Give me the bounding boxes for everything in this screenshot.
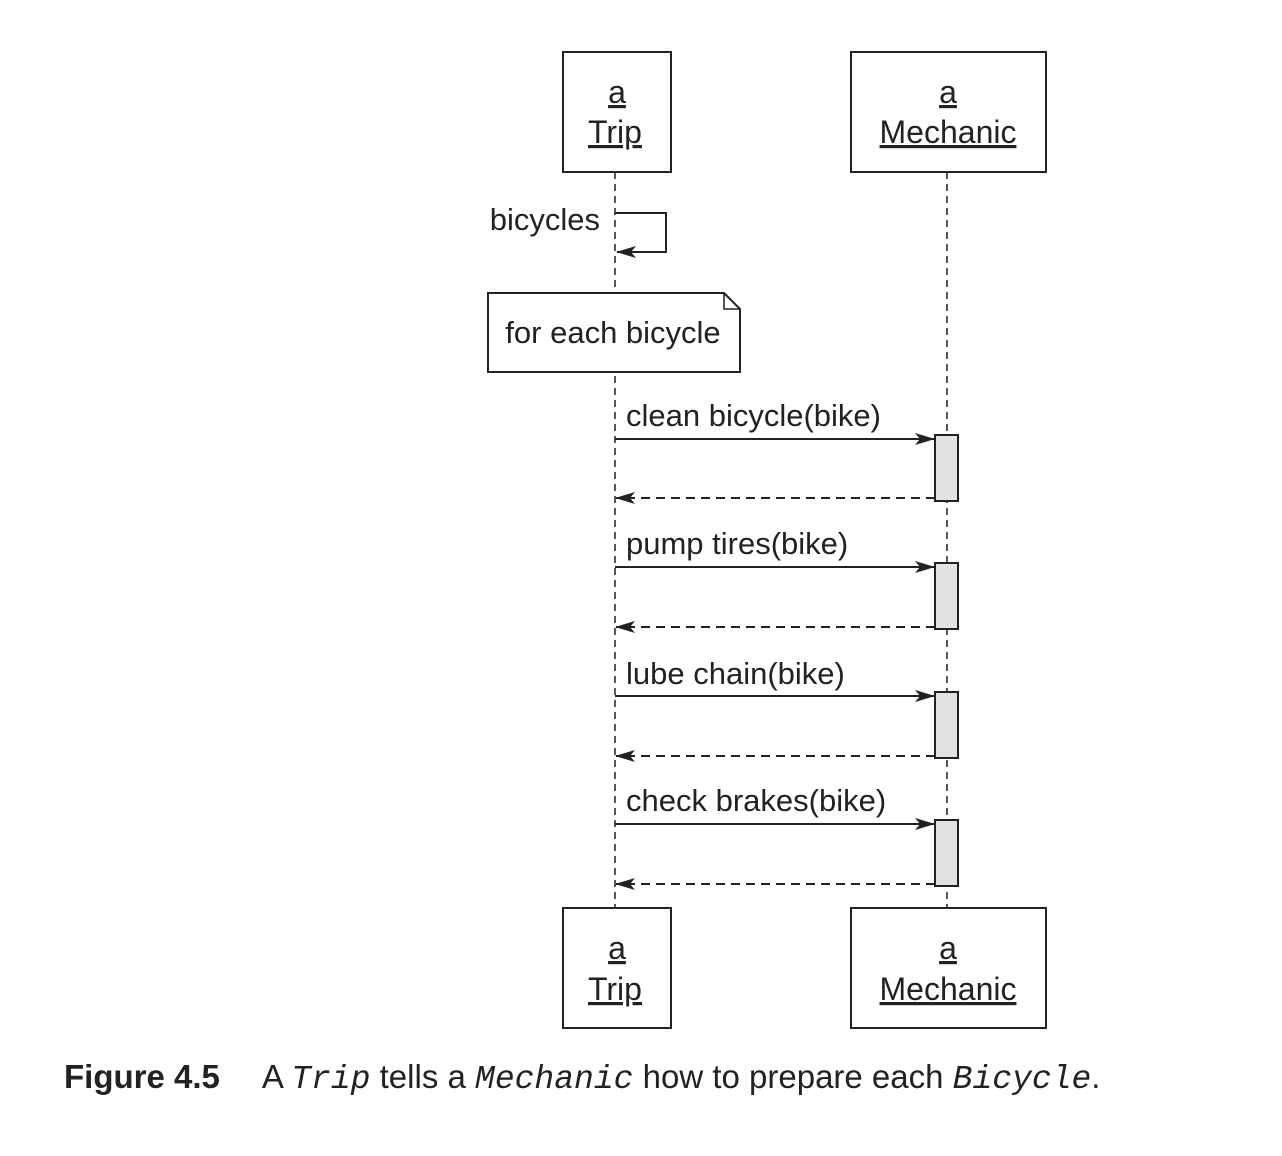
trip-name-bottom: Trip [588, 971, 642, 1007]
trip-article-bottom: a [608, 930, 626, 966]
caption-text-2: tells a [370, 1058, 476, 1095]
caption-code-mechanic: Mechanic [475, 1061, 634, 1098]
trip-box-top: a Trip [562, 51, 672, 173]
trip-article: a [608, 74, 626, 110]
caption-code-bicycle: Bicycle [952, 1061, 1092, 1098]
loop-note: for each bicycle [487, 292, 741, 373]
activation-bar-3 [934, 691, 959, 759]
caption-text-3: how to prepare each [633, 1058, 953, 1095]
mechanic-name: Mechanic [880, 114, 1017, 150]
trip-name: Trip [588, 114, 642, 150]
caption-text-4: . [1091, 1058, 1101, 1095]
caption-text-1: A [261, 1058, 292, 1095]
mechanic-article-bottom: a [939, 930, 957, 966]
caption-code-trip: Trip [291, 1061, 371, 1098]
mechanic-name-bottom: Mechanic [880, 971, 1017, 1007]
mechanic-box-top: a Mechanic [850, 51, 1047, 173]
mechanic-box-bottom: a Mechanic [850, 907, 1047, 1029]
message-1-label: clean bicycle(bike) [626, 398, 881, 433]
activation-bar-1 [934, 434, 959, 502]
activation-bar-4 [934, 819, 959, 887]
figure-caption: Figure 4.5 A Trip tells a Mechanic how to… [64, 1058, 1100, 1098]
self-message-label: bicycles [490, 202, 600, 237]
loop-note-text: for each bicycle [505, 315, 720, 350]
self-message-arrow [615, 212, 667, 258]
figure-label: Figure 4.5 [64, 1058, 220, 1095]
message-4-label: check brakes(bike) [626, 783, 886, 818]
mechanic-article: a [939, 74, 957, 110]
activation-bar-2 [934, 562, 959, 630]
trip-box-bottom: a Trip [562, 907, 672, 1029]
message-3-label: lube chain(bike) [626, 656, 845, 691]
message-2-label: pump tires(bike) [626, 526, 848, 561]
